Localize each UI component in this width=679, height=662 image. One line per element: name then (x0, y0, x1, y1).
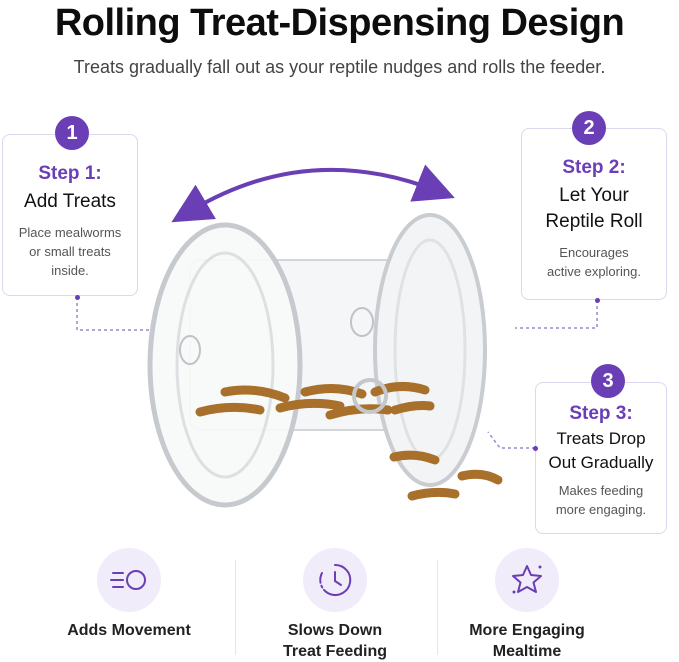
step-badge-2: 2 (572, 111, 606, 145)
mealworms-dropped (389, 450, 503, 501)
step-card-3: Step 3: Treats Drop Out Gradually Makes … (535, 382, 667, 534)
step-badge-3: 3 (591, 364, 625, 398)
star-icon (495, 548, 559, 612)
step-title: Treats Drop (556, 429, 646, 448)
step-card-1: Step 1: Add Treats Place mealworms or sm… (2, 134, 138, 296)
step-desc: Place mealworms (18, 225, 122, 240)
feature-label: Slows Down (287, 622, 383, 639)
step-title: Add Treats (24, 191, 116, 212)
step-label: Step 2: (562, 157, 626, 178)
connector-dot (75, 295, 80, 300)
step-desc: Encourages (559, 245, 629, 260)
step-label: Step 1: (38, 163, 102, 184)
roll-arrow (171, 164, 455, 223)
feature-label: More Engaging (469, 622, 585, 639)
feature-label: Adds Movement (67, 622, 191, 639)
feature-slow-feeding: Slows Down Treat Feeding (235, 548, 435, 662)
step-desc: active exploring. (547, 264, 641, 279)
page-title: Rolling Treat-Dispensing Design (54, 2, 625, 44)
step-desc: more engaging. (555, 502, 647, 517)
step-title: Let Your (559, 185, 629, 206)
step-desc: inside. (51, 263, 89, 278)
step-desc: Makes feeding (558, 483, 644, 498)
movement-icon (97, 548, 161, 612)
connector-dot (595, 298, 600, 303)
feature-label: Mealtime (492, 643, 562, 660)
page-subtitle: Treats gradually fall out as your reptil… (73, 57, 606, 77)
step-label: Step 3: (569, 403, 633, 424)
clock-icon (303, 548, 367, 612)
connector-dot (533, 446, 538, 451)
step-title: Out Gradually (548, 453, 654, 472)
feature-movement: Adds Movement (29, 548, 229, 641)
divider (437, 560, 438, 655)
divider (235, 560, 236, 655)
feature-engaging: More Engaging Mealtime (427, 548, 627, 662)
product-illustration (147, 164, 503, 508)
step-desc: or small treats (29, 244, 111, 259)
feature-label: Treat Feeding (282, 643, 388, 660)
step-title: Reptile Roll (545, 211, 643, 232)
step-badge-1: 1 (55, 116, 89, 150)
